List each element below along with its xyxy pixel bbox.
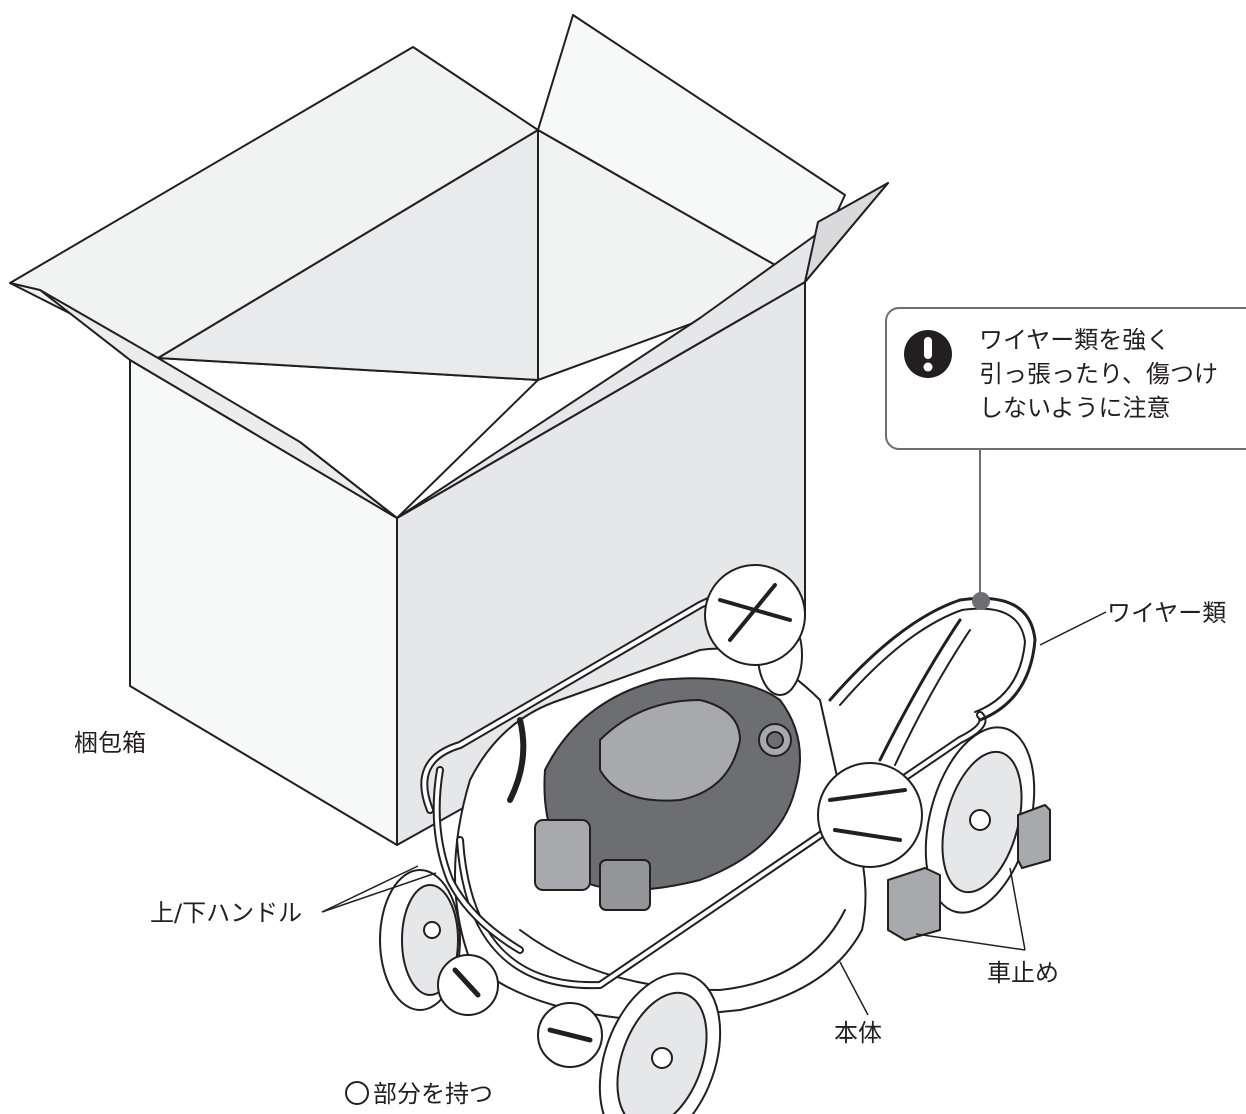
wires-label: ワイヤー類 — [1107, 599, 1227, 627]
exclamation-icon — [904, 330, 952, 378]
box-label: 梱包箱 — [74, 729, 146, 757]
box-flap-back-right — [537, 14, 846, 283]
body-label: 本体 — [834, 1019, 882, 1047]
leader-lines — [321, 611, 1107, 1016]
hold-parts-label: 部分を持つ — [345, 1079, 493, 1109]
handle-label: 上/下ハンドル — [150, 899, 303, 927]
packing-box — [9, 14, 889, 846]
warning-callout: ワイヤー類を強く 引っ張ったり、傷つけ しないように注意 — [885, 307, 1246, 450]
detail-circle-handle — [704, 564, 806, 666]
warning-line-1: ワイヤー類を強く — [979, 326, 1171, 354]
circle-mark-icon — [345, 1081, 369, 1105]
wheel-front-right — [598, 972, 722, 1114]
warning-line-2: 引っ張ったり、傷つけ — [979, 360, 1219, 388]
wire-bundle — [828, 596, 1037, 722]
warning-connector — [972, 450, 990, 610]
box-flap-right-edge — [804, 182, 889, 283]
detail-circle-spring — [817, 762, 923, 868]
warning-line-3: しないように注意 — [979, 394, 1171, 422]
lawn-mower — [379, 564, 1051, 1114]
hold-parts-text: 部分を持つ — [373, 1080, 493, 1108]
warning-text: ワイヤー類を強く 引っ張ったり、傷つけ しないように注意 — [979, 323, 1218, 425]
wheel-stopper-blocks — [887, 804, 1051, 941]
wheel-rear-right — [924, 726, 1036, 914]
wheel-stopper-label: 車止め — [987, 959, 1059, 987]
